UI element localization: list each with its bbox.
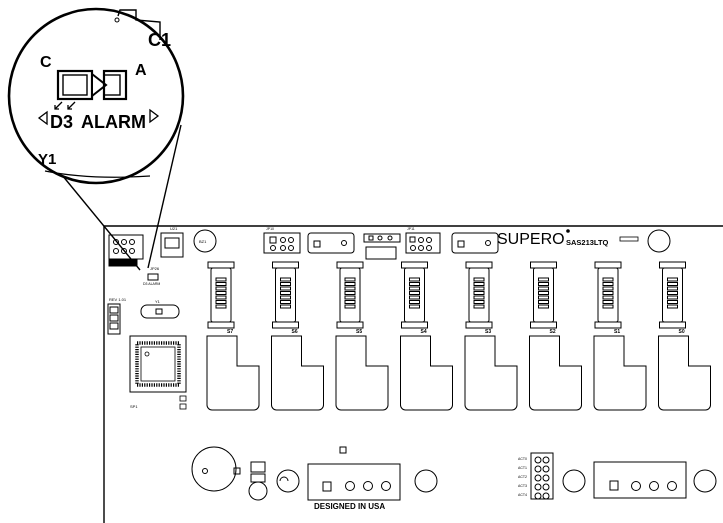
drive-slot-label: S5 [356,329,362,335]
drive-slot-label: S4 [421,329,427,335]
sp-label: SP1 [130,404,138,409]
header-row: JP10 JP11 [263,227,499,260]
rev-label: REV 1.01 [109,297,127,302]
drive-slot: S4 [400,261,453,411]
act2-label: ACT2 [518,475,527,479]
jp-label: JP26 [150,266,160,271]
model-label: SAS213LTQ [566,238,609,247]
top-left-components: U21 BZ1 JP26 D3 ALARM REV 1.01 Y1 [107,226,217,335]
drive-slot-label: S7 [227,329,233,335]
drive-slot: S3 [464,261,518,411]
act4-label: ACT4 [518,493,527,497]
connector-label: Y1 [38,151,56,168]
cathode-label: C [40,54,52,71]
drive-slot-label: S2 [550,329,556,335]
drive-slot-label: S0 [679,329,685,335]
drive-slot: S1 [593,261,647,411]
drive-slot: S6 [271,261,324,411]
alarm-small-label: D3 ALARM [143,282,160,286]
act3-label: ACT3 [518,484,527,488]
drive-slot: S5 [335,261,389,411]
designed-in-usa: DESIGNED IN USA [314,502,385,511]
bottom-components: DESIGNED IN USA ACT0 ACT1 ACT2 ACT3 ACT4 [191,446,717,511]
drive-slot-label: S3 [485,329,491,335]
buzzer-label: BZ1 [199,239,207,244]
act1-label: ACT1 [518,466,527,470]
right-triangle-icon [149,108,160,124]
led-label: D3 [50,112,73,132]
drive-slot: S2 [529,261,582,411]
brand-label: SUPERO [497,231,565,248]
drive-slot-label: S6 [292,329,298,335]
drive-slot: S0 [658,261,711,411]
qfp-chip: SP1 [129,335,187,410]
drive-slot: S7 [206,261,260,411]
corner-label: C1 [148,30,171,50]
zoom-callout: C1 C A D3 ALARM Y1 [7,7,185,271]
left-triangle-icon [37,110,48,126]
jp11-label: JP11 [407,227,415,231]
jp10-label: JP10 [266,227,274,231]
drive-slots: S7 S6 S5 S4 S3 S2 S1 S0 [206,261,711,411]
led-function-label: ALARM [81,112,146,132]
led-footprint [56,69,128,101]
magnifier-circle [7,7,185,185]
anode-label: A [135,62,147,79]
drive-slot-label: S1 [614,329,620,335]
u-top-label: U21 [170,226,178,231]
y1-small-label: Y1 [155,299,161,304]
emission-arrows-icon [54,101,76,110]
board-outline [103,225,723,523]
act0-label: ACT0 [518,457,527,461]
